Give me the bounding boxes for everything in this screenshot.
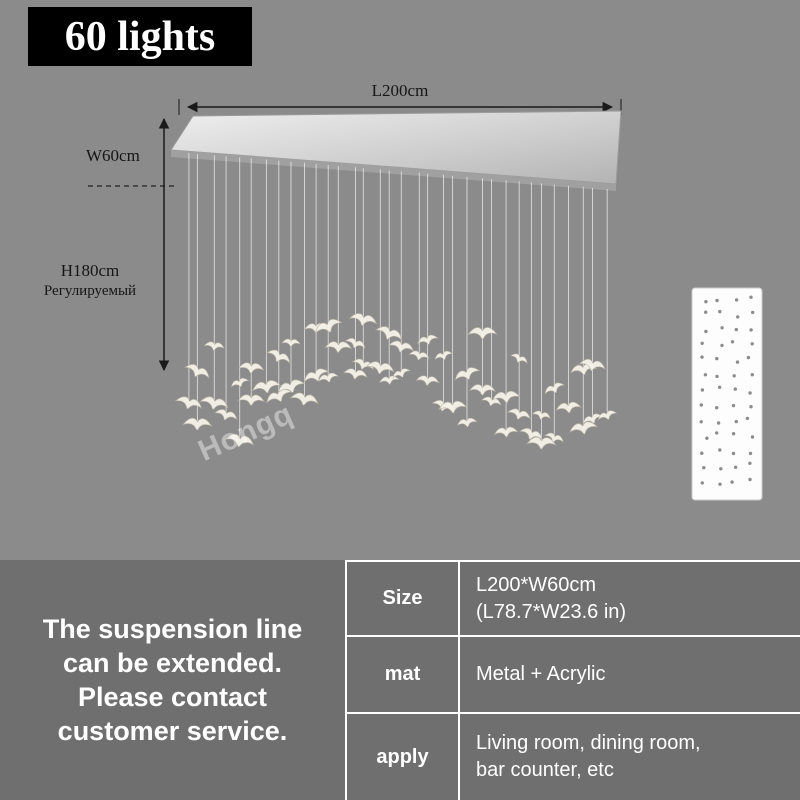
mounting-plate-panel bbox=[691, 287, 763, 501]
spec-value-size: L200*W60cm (L78.7*W23.6 in) bbox=[476, 573, 627, 623]
lights-count-label: 60 lights bbox=[64, 13, 216, 60]
spec-table: Size L200*W60cm (L78.7*W23.6 in) mat Met… bbox=[345, 560, 800, 800]
spec-label-size: Size bbox=[347, 562, 460, 636]
info-panel: The suspension line can be extended. Ple… bbox=[0, 560, 800, 800]
spec-row-material: mat Metal + Acrylic bbox=[347, 637, 800, 715]
chandelier-illustration bbox=[88, 99, 763, 501]
width-dimension-label: W60cm bbox=[86, 146, 140, 165]
acrylic-birds bbox=[174, 313, 618, 450]
spec-row-apply: apply Living room, dining room, bar coun… bbox=[347, 714, 800, 800]
height-dimension-label: H180cm Регулируемый bbox=[14, 260, 166, 302]
ceiling-plate-edge bbox=[171, 150, 616, 191]
lights-count-badge: 60 lights bbox=[28, 7, 252, 66]
spec-row-size: Size L200*W60cm (L78.7*W23.6 in) bbox=[347, 562, 800, 638]
mounting-holes bbox=[699, 295, 755, 486]
length-dimension-label: L200cm bbox=[371, 81, 429, 100]
spec-label-apply: apply bbox=[347, 714, 460, 800]
suspension-lines bbox=[188, 153, 608, 444]
spec-value-material: Metal + Acrylic bbox=[476, 663, 606, 686]
spec-label-material: mat bbox=[347, 637, 460, 713]
extension-notice: The suspension line can be extended. Ple… bbox=[0, 560, 345, 800]
height-value: H180cm bbox=[60, 261, 120, 280]
spec-value-apply: Living room, dining room, bar counter, e… bbox=[476, 732, 701, 782]
extension-notice-text: The suspension line can be extended. Ple… bbox=[42, 614, 303, 746]
height-adjustable-note: Регулируемый bbox=[43, 283, 137, 299]
